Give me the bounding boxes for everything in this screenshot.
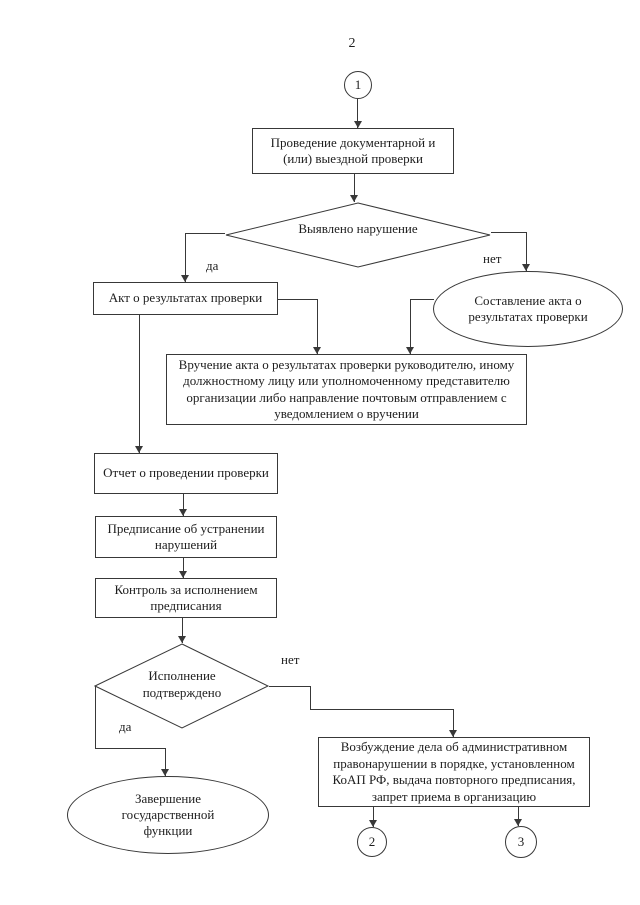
edge-act-to-report — [139, 315, 140, 453]
edge-yes1-horizontal — [185, 233, 225, 234]
diamond-shape — [94, 643, 270, 729]
node-conduct-check-label: Проведение документарной и (или) выездно… — [270, 134, 436, 167]
arrow-down-icon — [350, 195, 358, 202]
node-drafting-act: Составление акта о результатах проверки — [433, 271, 623, 347]
node-inspection-report: Отчет о проведении проверки — [94, 453, 278, 494]
arrow-down-icon — [522, 264, 530, 271]
arrow-down-icon — [135, 446, 143, 453]
node-prescription-label: Предписание об устранении нарушений — [107, 520, 265, 553]
edge-conduct-to-decision — [354, 174, 355, 202]
node-control-label: Контроль за исполнением предписания — [114, 581, 258, 614]
edge-control-to-decision2 — [182, 618, 183, 643]
branch-label-no-2: нет — [281, 652, 300, 667]
node-inspection-report-label: Отчет о проведении проверки — [103, 465, 269, 481]
connector-3-label: 3 — [517, 834, 525, 849]
arrow-down-icon — [181, 275, 189, 282]
decision-execution-label: Исполнение подтверждено — [142, 668, 222, 700]
node-act-of-results: Акт о результатах проверки — [93, 282, 278, 315]
arrow-down-icon — [161, 769, 169, 776]
edge-act-to-handing-horizontal — [278, 299, 317, 300]
edge-draft-to-handing-vertical — [410, 299, 411, 354]
edge-no2-horizontal-1 — [269, 686, 310, 687]
node-completion-label: Завершение государственной функции — [121, 791, 215, 838]
edge-act-to-handing-vertical — [317, 299, 318, 354]
edge-prescription-to-control — [183, 558, 184, 578]
edge-admin-to-connector2 — [373, 807, 374, 827]
edge-no2-vertical-1 — [310, 686, 311, 709]
node-admin-case-label: Возбуждение дела об административном пра… — [332, 739, 576, 804]
node-completion: Завершение государственной функции — [67, 776, 269, 854]
node-conduct-check: Проведение документарной и (или) выездно… — [252, 128, 454, 174]
arrow-down-icon — [313, 347, 321, 354]
decision-diamond-violation — [225, 202, 491, 268]
arrow-down-icon — [179, 509, 187, 516]
connector-circle-1: 1 — [344, 71, 372, 99]
edge-no1-vertical — [526, 232, 527, 271]
arrow-down-icon — [406, 347, 414, 354]
edge-admin-to-connector3 — [518, 807, 519, 826]
decision-violation-label: Выявлено нарушение — [298, 220, 418, 236]
decision-execution-label-wrap: Исполнение подтверждено — [94, 660, 270, 708]
arrow-down-icon — [449, 730, 457, 737]
edge-no2-vertical-2 — [453, 709, 454, 737]
arrow-down-icon — [514, 819, 522, 826]
diamond-shape — [225, 202, 491, 268]
edge-yes2-horizontal — [95, 748, 166, 749]
arrow-down-icon — [179, 571, 187, 578]
connector-circle-3: 3 — [505, 826, 537, 858]
node-control: Контроль за исполнением предписания — [95, 578, 277, 618]
node-handing-act-label: Вручение акта о результатах проверки рук… — [178, 356, 515, 422]
node-prescription: Предписание об устранении нарушений — [95, 516, 277, 558]
node-handing-act: Вручение акта о результатах проверки рук… — [166, 354, 527, 425]
arrow-down-icon — [178, 636, 186, 643]
edge-start-to-conduct — [357, 99, 358, 128]
edge-no2-horizontal-2 — [310, 709, 453, 710]
edge-yes1-vertical — [185, 233, 186, 282]
decision-diamond-execution — [94, 643, 270, 729]
branch-label-yes-2: да — [119, 719, 132, 734]
node-drafting-act-label: Составление акта о результатах проверки — [468, 293, 588, 324]
arrow-down-icon — [369, 820, 377, 827]
branch-label-yes-1: да — [206, 258, 219, 273]
arrow-down-icon — [354, 121, 362, 128]
branch-label-no-1: нет — [483, 251, 502, 266]
edge-yes2-vertical-2 — [165, 748, 166, 776]
edge-no1-horizontal — [491, 232, 526, 233]
decision-violation-label-wrap: Выявлено нарушение — [225, 202, 491, 254]
edge-draft-to-handing-horizontal — [410, 299, 434, 300]
connector-1-label: 1 — [354, 77, 362, 92]
edge-report-to-prescription — [183, 494, 184, 516]
page-number: 2 — [348, 36, 356, 51]
node-admin-case: Возбуждение дела об административном пра… — [318, 737, 590, 807]
connector-circle-2: 2 — [357, 827, 387, 857]
edge-yes2-vertical-1 — [95, 686, 96, 748]
node-act-of-results-label: Акт о результатах проверки — [108, 290, 263, 306]
connector-2-label: 2 — [368, 834, 376, 849]
